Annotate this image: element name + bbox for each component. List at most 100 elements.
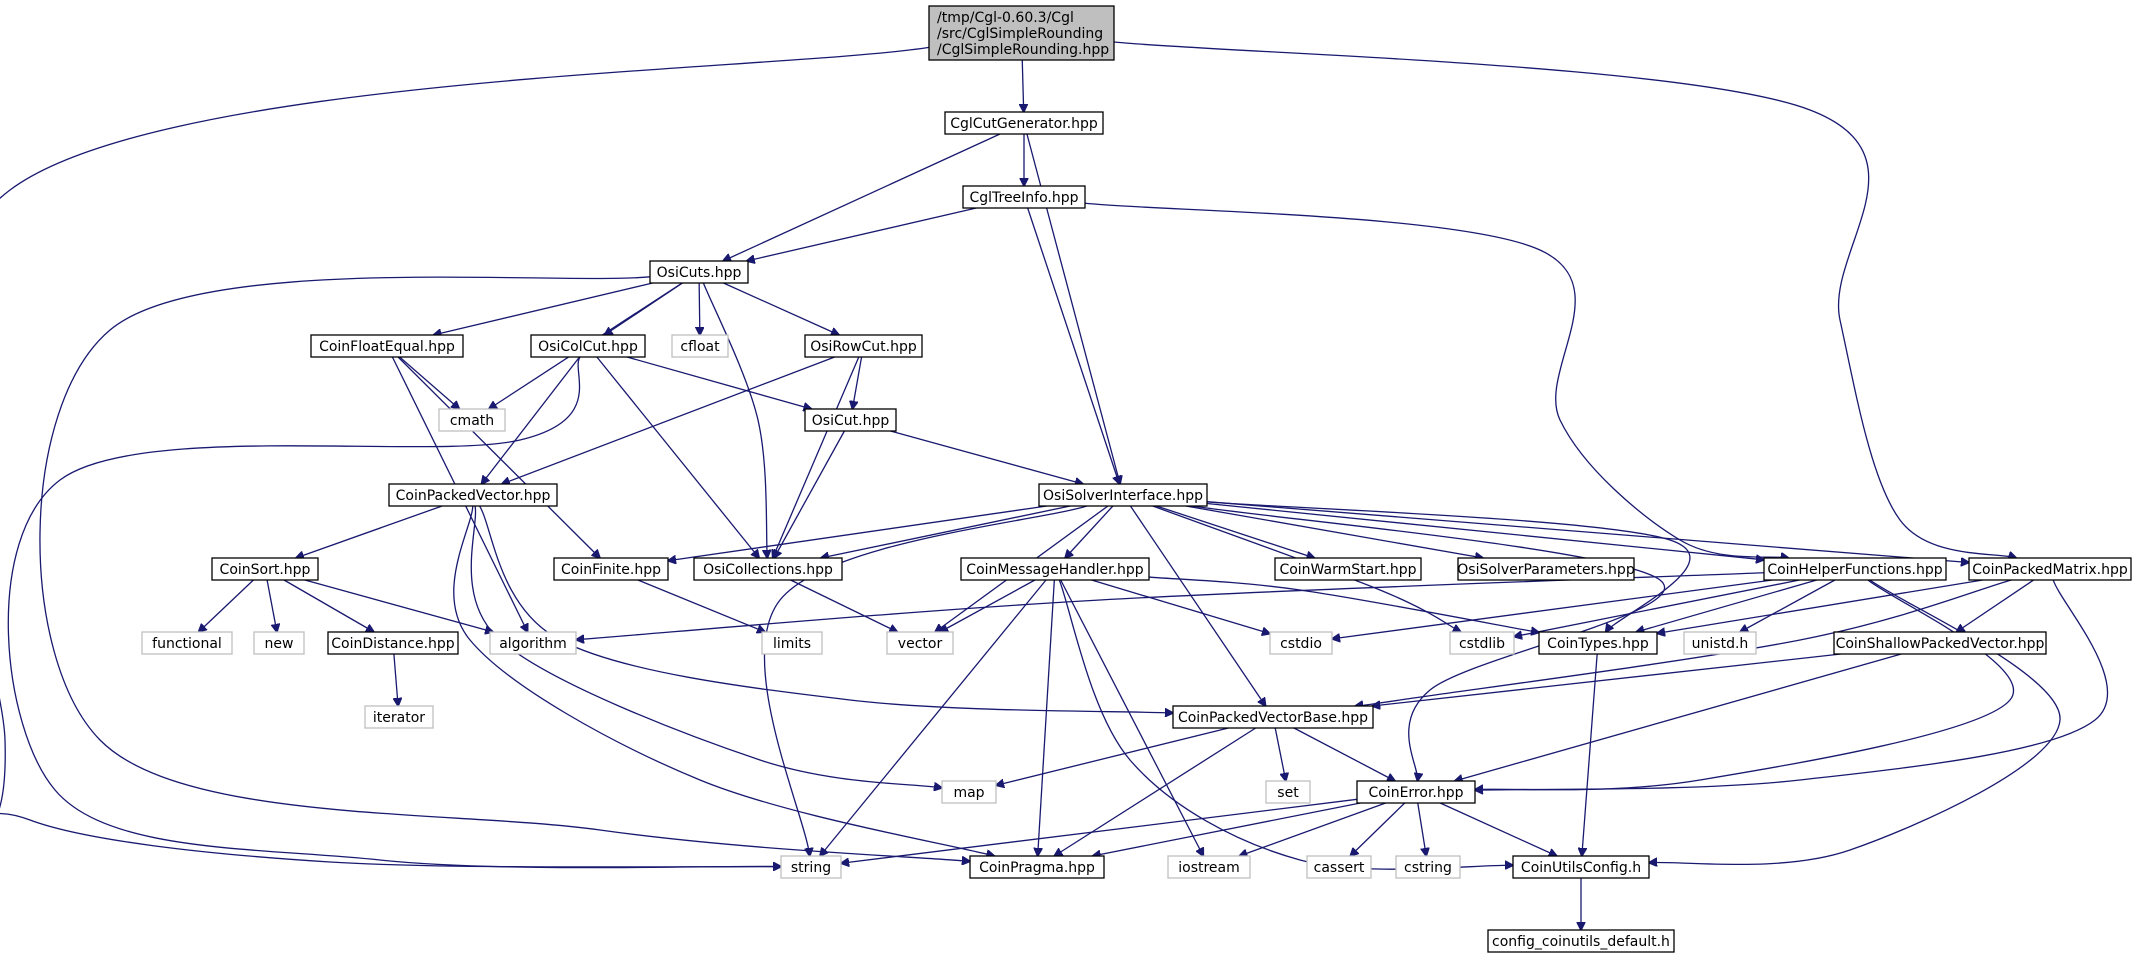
node-box [693, 557, 843, 581]
edge-root-to-CglCutGenerator [1022, 59, 1023, 112]
edge-OsiCuts-to-CoinPragma [39, 276, 970, 862]
node-box [1763, 557, 1947, 581]
node-OsiSolverParameters[interactable]: OsiSolverParameters.hpp [1457, 557, 1635, 581]
edge-CoinMessageHandler-to-vector [940, 579, 1036, 632]
node-CoinUtilsConfig[interactable]: CoinUtilsConfig.h [1512, 855, 1650, 879]
node-box [1683, 631, 1757, 655]
node-CoinPackedMatrix[interactable]: CoinPackedMatrix.hpp [1968, 557, 2132, 581]
node-CoinHelperFunctions[interactable]: CoinHelperFunctions.hpp [1763, 557, 1947, 581]
node-box [941, 780, 997, 804]
node-label: OsiColCut.hpp [538, 339, 638, 355]
node-box [1968, 557, 2132, 581]
edge-CoinPackedMatrix-to-CoinError [1475, 579, 2109, 790]
node-label: CoinWarmStart.hpp [1279, 562, 1416, 578]
node-config_coinutils_default[interactable]: config_coinutils_default.h [1487, 929, 1675, 953]
node-box [553, 557, 669, 581]
edge-OsiSolverInterface-to-OsiCollections [821, 505, 1071, 558]
node-box [761, 631, 823, 655]
node-box [489, 631, 577, 655]
node-box [1356, 780, 1476, 804]
node-label: cmath [450, 413, 494, 429]
edge-CoinPackedVectorBase-to-set [1274, 727, 1286, 781]
node-label: OsiSolverInterface.hpp [1043, 488, 1203, 504]
node-label: cstdlib [1459, 636, 1505, 652]
edge-OsiSolverInterface-to-CoinTypes [1206, 501, 1691, 632]
edge-CoinHelperFunctions-to-unistd [1740, 579, 1836, 632]
node-OsiCuts[interactable]: OsiCuts.hpp [649, 260, 749, 284]
node-CoinDistance[interactable]: CoinDistance.hpp [327, 631, 459, 655]
node-label: CglTreeInfo.hpp [969, 190, 1078, 206]
node-CoinPackedVectorBase[interactable]: CoinPackedVectorBase.hpp [1172, 705, 1374, 729]
node-box [438, 408, 506, 432]
node-box [1172, 705, 1374, 729]
edge-CoinSort-to-CoinDistance [283, 579, 374, 632]
node-label: OsiCollections.hpp [703, 562, 833, 578]
node-CoinFloatEqual[interactable]: CoinFloatEqual.hpp [310, 334, 464, 358]
node-CoinShallowPackedVector[interactable]: CoinShallowPackedVector.hpp [1833, 631, 2047, 655]
node-CoinTypes[interactable]: CoinTypes.hpp [1538, 631, 1658, 655]
node-CoinPackedVector[interactable]: CoinPackedVector.hpp [388, 483, 558, 507]
node-cstring: cstring [1395, 855, 1461, 879]
node-CoinError[interactable]: CoinError.hpp [1356, 780, 1476, 804]
edge-OsiColCut-to-CoinPackedVector [481, 356, 581, 484]
edge-OsiRowCut-to-CoinPackedVector [502, 356, 835, 484]
node-box [1038, 483, 1208, 507]
node-CoinFinite[interactable]: CoinFinite.hpp [553, 557, 669, 581]
node-label: string [791, 860, 831, 876]
edge-CoinDistance-to-iterator [394, 653, 398, 706]
node-label: OsiRowCut.hpp [810, 339, 917, 355]
edge-CoinFloatEqual-to-CoinFinite [397, 356, 600, 558]
node-box [211, 557, 319, 581]
node-OsiRowCut[interactable]: OsiRowCut.hpp [804, 334, 923, 358]
node-box [141, 631, 233, 655]
edge-CglCutGenerator-to-OsiCuts [723, 133, 1001, 261]
node-label: iterator [373, 710, 425, 726]
node-CoinSort[interactable]: CoinSort.hpp [211, 557, 319, 581]
node-box [1449, 631, 1515, 655]
node-label: CoinTypes.hpp [1547, 636, 1649, 652]
node-string: string [780, 855, 842, 879]
node-CoinWarmStart[interactable]: CoinWarmStart.hpp [1274, 557, 1422, 581]
node-box [1167, 855, 1251, 879]
node-box [1269, 631, 1333, 655]
node-CoinPragma[interactable]: CoinPragma.hpp [969, 855, 1105, 879]
node-CoinMessageHandler[interactable]: CoinMessageHandler.hpp [960, 557, 1150, 581]
edge-CoinFloatEqual-to-cmath [399, 356, 460, 409]
node-label: CoinFloatEqual.hpp [319, 339, 455, 355]
edge-CoinError-to-cassert [1350, 802, 1406, 856]
node-box [1265, 780, 1311, 804]
node-box [1274, 557, 1422, 581]
edge-CoinSort-to-algorithm [304, 579, 493, 632]
edge-OsiSolverInterface-to-CoinError [1192, 505, 1665, 781]
node-box [969, 855, 1105, 879]
edge-CoinMessageHandler-to-cstdio [1091, 579, 1270, 634]
node-OsiColCut[interactable]: OsiColCut.hpp [530, 334, 646, 358]
edge-OsiSolverInterface-to-CoinPackedVectorBase [1129, 505, 1265, 706]
edge-OsiRowCut-to-OsiCut [852, 356, 863, 409]
edge-CoinError-to-cstring [1417, 802, 1426, 856]
node-OsiCut[interactable]: OsiCut.hpp [804, 408, 897, 432]
edge-CoinError-to-iostream [1239, 802, 1386, 856]
node-OsiSolverInterface[interactable]: OsiSolverInterface.hpp [1038, 483, 1208, 507]
node-CglCutGenerator[interactable]: CglCutGenerator.hpp [944, 111, 1104, 135]
node-box [960, 557, 1150, 581]
node-box [327, 631, 459, 655]
edge-CoinTypes-to-CoinUtilsConfig [1582, 653, 1598, 856]
edge-CoinHelperFunctions-to-CoinError [1475, 579, 2014, 790]
node-label: limits [773, 636, 811, 652]
node-label: iostream [1178, 860, 1240, 876]
edge-OsiSolverInterface-to-CoinWarmStart [1156, 505, 1314, 558]
node-root[interactable]: /tmp/Cgl-0.60.3/Cgl/src/CglSimpleRoundin… [928, 5, 1115, 61]
node-label: CoinSort.hpp [220, 562, 311, 578]
node-label: CoinFinite.hpp [561, 562, 661, 578]
node-CglTreeInfo[interactable]: CglTreeInfo.hpp [962, 185, 1086, 209]
node-box [1457, 557, 1635, 581]
node-label: cassert [1314, 860, 1365, 876]
node-box [804, 334, 923, 358]
edge-CoinMessageHandler-to-string [820, 579, 1047, 856]
node-label: CoinMessageHandler.hpp [966, 562, 1144, 578]
edge-OsiSolverInterface-to-CoinHelperFunctions [1206, 502, 1764, 559]
node-OsiCollections[interactable]: OsiCollections.hpp [693, 557, 843, 581]
node-label: OsiSolverParameters.hpp [1457, 562, 1635, 578]
node-label: /CglSimpleRounding.hpp [937, 42, 1109, 58]
